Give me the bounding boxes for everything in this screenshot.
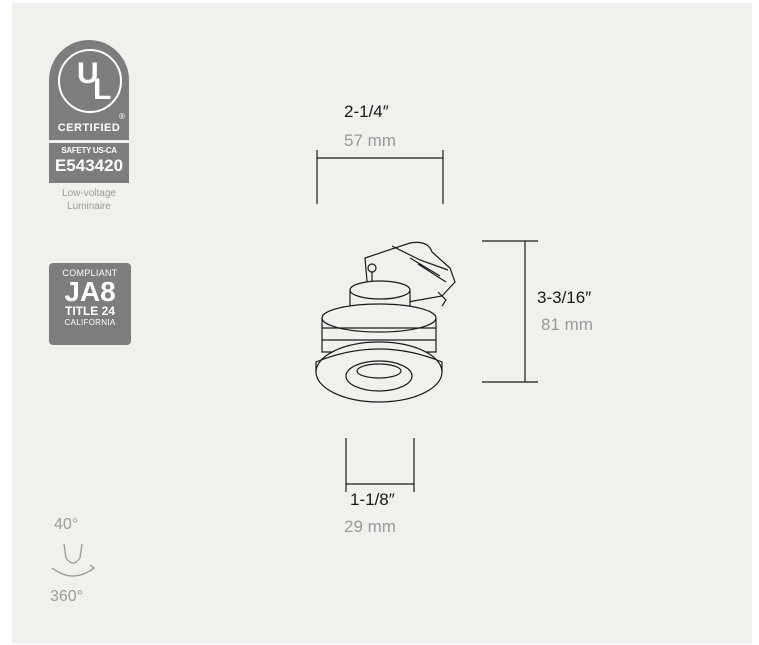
width-metric-label: 57 mm — [344, 131, 396, 150]
beam-rotation-value: 360° — [50, 588, 84, 605]
width-imperial-label: 2-1/4″ — [344, 102, 389, 121]
ul-caption: Low-voltage Luminaire — [49, 187, 129, 213]
fixture-body — [315, 241, 456, 403]
ul-logo: U L ® CERTIFIED — [49, 40, 129, 140]
ja8-compliant-badge: COMPLIANT JA8 TITLE 24 CALIFORNIA — [49, 263, 131, 345]
height-imperial-label: 3-3/16″ — [537, 288, 592, 307]
ja8-subtitle: TITLE 24 — [64, 304, 115, 318]
height-metric-label: 81 mm — [541, 315, 593, 334]
height-dimension-lines — [482, 240, 538, 383]
ja8-title: JA8 — [64, 276, 116, 307]
ja8-region: CALIFORNIA — [64, 318, 116, 327]
aperture-imperial-label: 1-1/8″ — [350, 490, 395, 509]
ul-letter-u: U — [77, 57, 99, 90]
ul-caption-line2: Luminaire — [67, 201, 111, 212]
ul-safety-label: SAFETY US-CA — [61, 146, 117, 155]
aperture-dimension-lines — [345, 438, 415, 492]
ul-file-block: SAFETY US-CA E543420 — [49, 143, 129, 183]
ul-caption-line1: Low-voltage — [62, 188, 116, 199]
ul-letter-l: L — [93, 73, 112, 106]
ul-file-number: E543420 — [54, 156, 124, 175]
registered-mark: ® — [119, 112, 125, 121]
ul-certified-badge: U L ® CERTIFIED SAFETY US-CA E543420 Low… — [49, 40, 129, 213]
ul-certified-label: CERTIFIED — [57, 122, 121, 134]
beam-rotation-icon — [51, 543, 96, 577]
aperture-metric-label: 29 mm — [344, 517, 396, 536]
beam-angle-value: 40° — [54, 516, 79, 533]
width-dimension-lines — [316, 150, 444, 204]
ja8-compliant-label: COMPLIANT — [62, 268, 118, 278]
ul-logo-circle: U L — [58, 49, 122, 113]
